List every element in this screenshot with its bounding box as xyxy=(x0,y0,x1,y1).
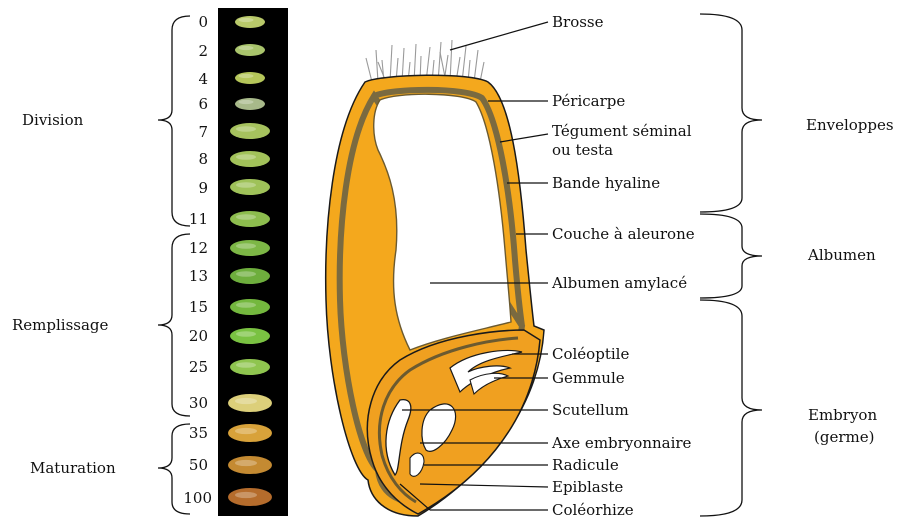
seed-photo xyxy=(230,359,270,375)
seed-photo xyxy=(235,72,265,84)
day-label: 6 xyxy=(198,95,208,113)
group-braces xyxy=(700,14,762,516)
label-coleorhize: Coléorhize xyxy=(552,501,634,519)
day-label: 50 xyxy=(189,456,208,474)
grain-section xyxy=(326,40,544,516)
day-label: 30 xyxy=(189,394,208,412)
label-gemmule: Gemmule xyxy=(552,369,625,387)
group-label-albumen: Albumen xyxy=(807,246,876,264)
seed-photo xyxy=(230,299,270,315)
day-label: 2 xyxy=(198,42,208,60)
stage-label-filling: Remplissage xyxy=(12,316,109,334)
day-label: 100 xyxy=(183,489,212,507)
seed-photo xyxy=(230,123,270,139)
seed-photo xyxy=(228,456,272,474)
seed-photo xyxy=(230,328,270,344)
stage-braces xyxy=(158,16,190,514)
seed-photo xyxy=(230,179,270,195)
structure-labels: Brosse Péricarpe Tégument séminal ou tes… xyxy=(551,13,695,519)
seed-photo xyxy=(228,488,272,506)
day-label: 4 xyxy=(198,70,208,88)
seed-photo xyxy=(235,16,265,28)
seed-photo xyxy=(230,268,270,284)
group-label-enveloppes: Enveloppes xyxy=(806,116,894,134)
label-brosse: Brosse xyxy=(552,13,604,31)
seed-photo xyxy=(228,424,272,442)
seed-photo xyxy=(230,151,270,167)
stage-label-division: Division xyxy=(22,111,84,129)
day-label: 25 xyxy=(189,358,208,376)
seed-photo xyxy=(235,98,265,110)
label-scutellum: Scutellum xyxy=(552,401,629,419)
label-couche-aleurone: Couche à aleurone xyxy=(552,225,695,243)
label-axe-embryonnaire: Axe embryonnaire xyxy=(551,434,692,452)
seed-photo xyxy=(230,240,270,256)
day-label: 11 xyxy=(189,210,208,228)
day-label: 7 xyxy=(198,123,208,141)
label-pericarpe: Péricarpe xyxy=(552,92,625,110)
seed-photo xyxy=(228,394,272,412)
day-label: 35 xyxy=(189,424,208,442)
label-bande-hyaline: Bande hyaline xyxy=(552,174,660,192)
stage-label-maturation: Maturation xyxy=(30,459,116,477)
group-label-embryon: Embryon xyxy=(808,406,877,424)
group-label-germe: (germe) xyxy=(814,428,874,446)
seed-photo xyxy=(230,211,270,227)
day-labels: 0 2 4 6 7 8 9 11 12 13 15 20 25 30 35 50… xyxy=(183,13,212,507)
label-epiblaste: Epiblaste xyxy=(552,478,623,496)
seed-photo xyxy=(235,44,265,56)
day-label: 12 xyxy=(189,239,208,257)
label-albumen-amylace: Albumen amylacé xyxy=(551,274,687,292)
label-tegument-testa: ou testa xyxy=(552,141,613,159)
day-label: 15 xyxy=(189,298,208,316)
label-tegument: Tégument séminal xyxy=(552,122,692,140)
label-coleoptile: Coléoptile xyxy=(552,345,629,363)
day-label: 20 xyxy=(189,327,208,345)
day-label: 8 xyxy=(198,150,208,168)
day-label: 9 xyxy=(198,179,208,197)
label-radicule: Radicule xyxy=(552,456,619,474)
day-label: 0 xyxy=(198,13,208,31)
day-label: 13 xyxy=(189,267,208,285)
